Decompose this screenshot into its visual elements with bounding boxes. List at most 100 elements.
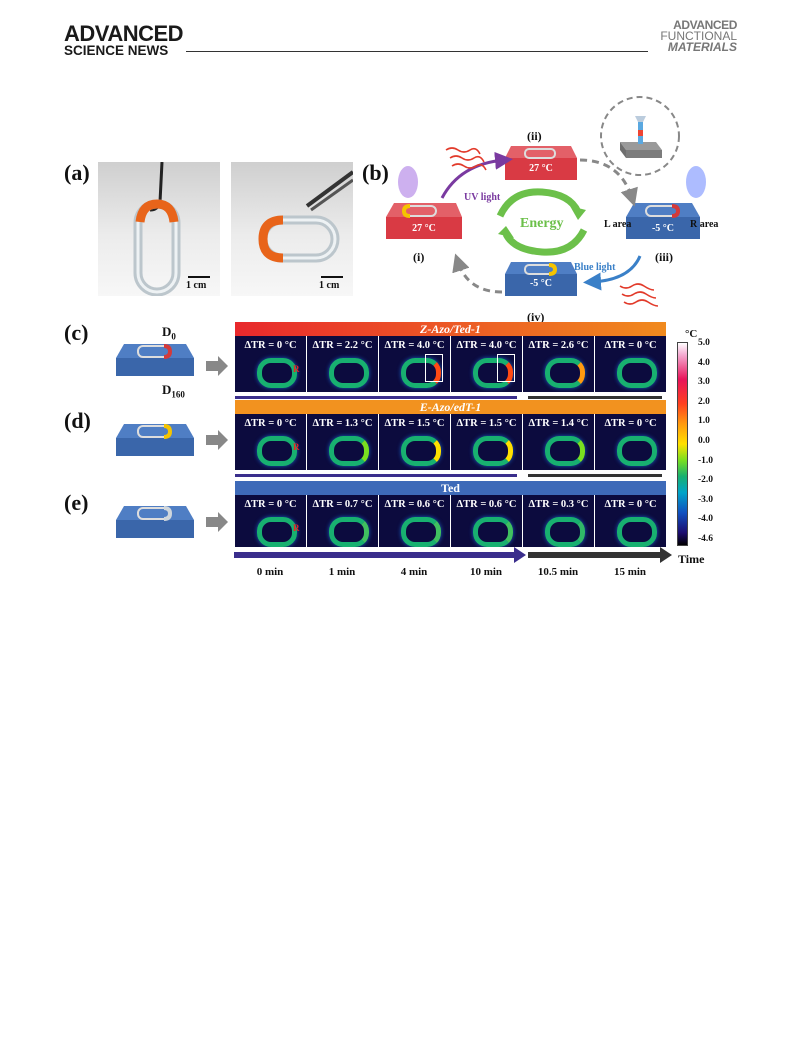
colorbar-tick: -3.0 [698, 494, 714, 505]
state-iii-label: (iii) [655, 250, 673, 264]
row-title-0: Z-Azo/Ted-1 [235, 322, 666, 336]
ring-hanging-illustration [133, 162, 181, 296]
temp-iv: -5 °C [529, 278, 553, 289]
temperature-colorbar [677, 342, 688, 546]
header-rule [186, 51, 648, 52]
gray-arrow-d [206, 430, 228, 450]
scale-bar-left [188, 276, 210, 278]
thermal-ring [257, 358, 297, 388]
magnifier-inset [600, 96, 680, 176]
thermal-ring [401, 436, 441, 466]
thermal-frame: ΔTR = 0 °C [595, 336, 666, 392]
delta-t-label: ΔTR = 0.7 °C [312, 499, 373, 510]
journal-logo-right: ADVANCED FUNCTIONAL MATERIALS [660, 18, 737, 53]
delta-t-label: ΔTR = 0.3 °C [528, 499, 589, 510]
delta-t-label: ΔTR = 0.6 °C [384, 499, 445, 510]
row-time-arrow-cooling [528, 474, 662, 477]
time-arrow-heating-head [514, 547, 526, 563]
time-label: 4 min [400, 566, 428, 578]
block-row-c [116, 344, 194, 384]
delta-t-label: ΔTR = 1.4 °C [528, 418, 589, 429]
panel-label-b: (b) [362, 160, 389, 185]
colorbar-tick: -1.0 [698, 455, 714, 466]
delta-t-label: ΔTR = 0 °C [244, 340, 297, 351]
thermal-ring [617, 436, 657, 466]
time-label: 1 min [328, 566, 356, 578]
temp-iii: -5 °C [651, 223, 675, 234]
colorbar-tick: -4.6 [698, 534, 714, 544]
thermal-frame: ΔTR = 0 °C [595, 495, 666, 547]
thermal-frame: ΔTR = 4.0 °C [379, 336, 450, 392]
temp-i: 27 °C [412, 223, 436, 234]
thermal-ring [473, 517, 513, 547]
colorbar-tick: 1.0 [698, 416, 710, 427]
panel-label-e: (e) [64, 490, 89, 515]
photo-ring-tweezers: 1 cm [231, 162, 353, 296]
delta-t-label: ΔTR = 0 °C [604, 418, 657, 429]
r-marker: R [293, 523, 300, 533]
block-row-e [116, 506, 194, 546]
thermal-frame: ΔTR = 0.7 °C [307, 495, 378, 547]
thermal-frame: ΔTR = 0.6 °C [451, 495, 522, 547]
scale-bar-right [321, 276, 343, 278]
delta-t-label: ΔTR = 0 °C [244, 418, 297, 429]
thermal-ring [329, 517, 369, 547]
r-marker: R [293, 442, 300, 452]
thermal-frame: ΔTR = 0 °C R [235, 336, 306, 392]
thermal-ring [401, 358, 441, 388]
thermal-frame: ΔTR = 4.0 °C [451, 336, 522, 392]
delta-t-label: ΔTR = 1.5 °C [456, 418, 517, 429]
thermal-ring [329, 358, 369, 388]
journal-logo-left: ADVANCED SCIENCE NEWS [64, 21, 184, 58]
delta-t-label: ΔTR = 0 °C [604, 340, 657, 351]
colorbar-tick: 4.0 [698, 357, 710, 368]
journal-right-line2: FUNCTIONAL [660, 29, 737, 43]
uv-light-label: UV light [464, 192, 501, 203]
time-arrow-cooling-head [660, 547, 672, 563]
thermal-frame: ΔTR = 1.5 °C [379, 414, 450, 470]
d160-label: D160 [162, 382, 185, 400]
panel-label-c: (c) [64, 320, 89, 345]
blue-light-label: Blue light [574, 262, 616, 273]
colorbar-tick: -4.0 [698, 514, 714, 525]
block-row-d [116, 424, 194, 464]
thermal-frame: ΔTR = 1.3 °C [307, 414, 378, 470]
gray-arrow-c [206, 356, 228, 376]
ring-tweezers-illustration [258, 170, 353, 263]
l-area-label: L area [604, 219, 632, 230]
thermal-ring [257, 436, 297, 466]
thermal-frame: ΔTR = 0 °C [595, 414, 666, 470]
time-label: 0 min [256, 566, 284, 578]
thermal-ring [473, 436, 513, 466]
delta-t-label: ΔTR = 4.0 °C [384, 340, 445, 351]
r-marker: R [293, 364, 300, 374]
thermal-frame: ΔTR = 2.2 °C [307, 336, 378, 392]
colorbar-tick: 3.0 [698, 377, 710, 388]
time-arrow-cooling [528, 552, 662, 558]
thermal-ring [473, 358, 513, 388]
photo-ring-hanging: 1 cm [98, 162, 220, 296]
panel-label-d: (d) [64, 408, 91, 433]
journal-name-advanced: ADVANCED [64, 21, 184, 46]
row-time-arrow-heating [235, 474, 517, 477]
panel-label-a: (a) [64, 160, 90, 185]
thermal-ring [545, 358, 585, 388]
thermal-ring [401, 517, 441, 547]
row-time-arrow-heating [235, 396, 517, 399]
row-title-1: E-Azo/edT-1 [235, 400, 666, 414]
colorbar-tick: 5.0 [698, 338, 710, 348]
state-i-label: (i) [413, 250, 425, 264]
time-label: 10 min [469, 566, 503, 578]
block-state-i: 27 °C [386, 203, 462, 251]
thermal-frame: ΔTR = 2.6 °C [523, 336, 594, 392]
thermal-frame: ΔTR = 0 °C R [235, 414, 306, 470]
block-state-iv: -5 °C [505, 262, 577, 308]
thermal-frame: ΔTR = 0.6 °C [379, 495, 450, 547]
cycle-arrows [398, 147, 706, 307]
journal-right-line1: ADVANCED [673, 18, 737, 32]
delta-t-label: ΔTR = 1.5 °C [384, 418, 445, 429]
row-time-arrow-cooling [528, 396, 662, 399]
block-state-iii: -5 °C [626, 203, 700, 251]
time-axis-label: Time [678, 552, 705, 566]
state-iv-label: (iv) [527, 310, 545, 324]
